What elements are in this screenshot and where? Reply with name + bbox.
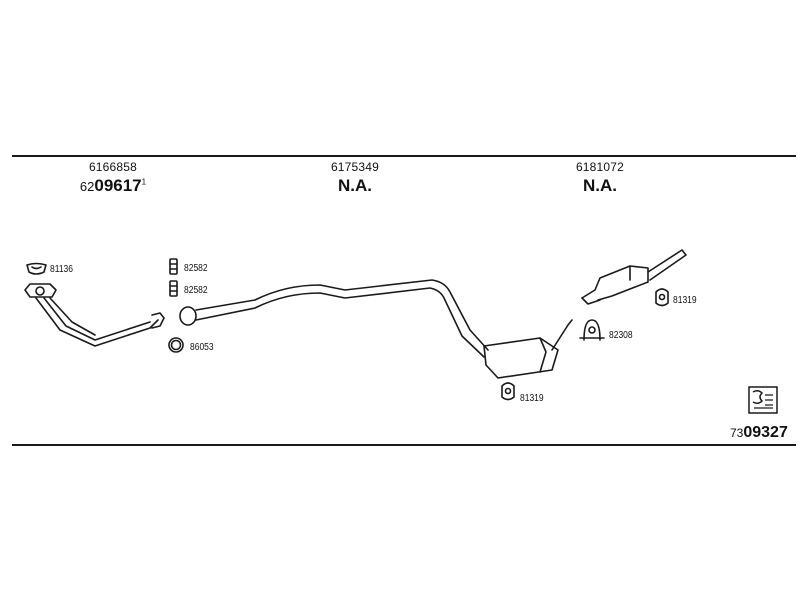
part-number-rear: 6181072 xyxy=(575,160,625,174)
catalog-icon xyxy=(748,386,778,414)
code-gasket-front: 81136 xyxy=(50,264,74,275)
availability-middle: N.A. xyxy=(338,176,372,195)
top-divider xyxy=(12,155,796,157)
code-mount-rear: 81319 xyxy=(673,295,697,306)
part-number-front: 6166858 xyxy=(88,160,138,174)
front-gasket-icon xyxy=(26,262,47,275)
clamp-icon-b xyxy=(169,280,178,297)
availability-rear: N.A. xyxy=(583,176,617,195)
code-clamp-rear: 82308 xyxy=(609,330,633,341)
code-mount-center: 81319 xyxy=(520,393,544,404)
center-mount-icon xyxy=(501,382,515,401)
header-front-section: 6166858 62096171 xyxy=(58,160,168,196)
center-pipe-icon xyxy=(179,279,573,379)
reference-number-front: 62096171 xyxy=(79,176,147,195)
rear-mount-icon xyxy=(655,288,669,307)
clamp-icon-a xyxy=(169,258,178,275)
code-clamp-a: 82582 xyxy=(184,263,208,274)
code-ring: 86053 xyxy=(190,342,214,353)
rear-muffler-icon xyxy=(581,249,687,305)
ring-icon xyxy=(168,337,184,353)
header-middle-section: 6175349 N.A. xyxy=(300,160,410,196)
catalog-number: 7309327 xyxy=(730,424,788,441)
rear-clamp-icon xyxy=(579,319,605,341)
bottom-divider xyxy=(12,444,796,446)
code-clamp-b: 82582 xyxy=(184,285,208,296)
front-pipe-icon xyxy=(24,283,165,347)
header-rear-section: 6181072 N.A. xyxy=(545,160,655,196)
part-number-middle: 6175349 xyxy=(330,160,380,174)
